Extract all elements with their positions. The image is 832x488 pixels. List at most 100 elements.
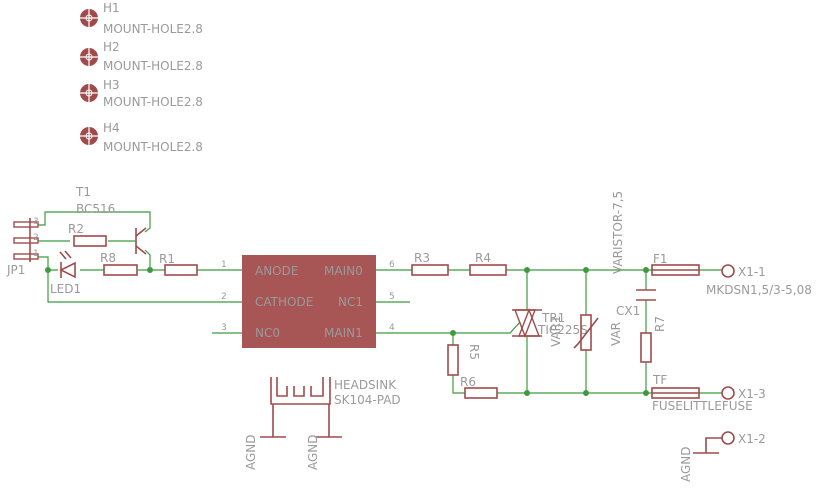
resistor-r3[interactable]: R3 (411, 251, 449, 276)
ic-body (242, 255, 376, 348)
ic-pin-label: NC0 (255, 326, 280, 340)
crosshair-icon (80, 84, 98, 102)
ic-pin-number: 5 (389, 292, 395, 302)
wire-t1-collector (144, 249, 151, 270)
ground-agnd-3: AGND (679, 446, 719, 482)
component-name: TR1 (541, 311, 565, 325)
resistor-icon (469, 264, 507, 276)
led-led1[interactable]: LED1 (50, 250, 81, 296)
ic-pin-number: 6 (389, 260, 395, 270)
junction-dot (583, 267, 589, 273)
connector-pin-icon (13, 253, 39, 260)
pin-number: 1 (33, 249, 39, 259)
ground-agnd-2: AGND (306, 404, 342, 470)
capacitor-icon (636, 289, 656, 301)
component-name: VAR1 (549, 315, 563, 347)
wires (38, 211, 722, 394)
component-name: VAR (609, 322, 623, 346)
pin-number: 3 (33, 217, 39, 227)
component-value: VARISTOR-7,5 (611, 191, 625, 274)
terminal-name: X1-1 (738, 265, 766, 279)
ground-agnd-1: AGND (244, 404, 286, 470)
mount-hole-name: H1 (103, 1, 120, 15)
optocoupler-ic[interactable]: ANODE CATHODE NC0 MAIN0 NC1 MAIN1 1 2 3 … (221, 255, 395, 348)
terminal-x1-2[interactable]: X1-2 (705, 431, 766, 453)
component-name: T1 (75, 185, 91, 199)
junction-dot (524, 267, 530, 273)
resistor-r1[interactable]: R1 (159, 252, 198, 276)
ic-pin-label: MAIN0 (324, 264, 363, 278)
component-name: TF (652, 373, 667, 387)
terminal-x1-3[interactable]: X1-3 (721, 386, 766, 401)
terminal-icon (721, 264, 735, 278)
junction-dot (45, 267, 51, 273)
fuse-f1[interactable]: F1 (651, 252, 700, 276)
ic-pin-label: CATHODE (255, 295, 313, 309)
ic-pin-label: MAIN1 (324, 326, 363, 340)
terminal-icon (721, 386, 735, 400)
junction-dot (643, 267, 649, 273)
resistor-icon (103, 264, 138, 276)
wire-to-cathode (47, 270, 242, 303)
ground-icon (316, 404, 342, 438)
resistor-icon (411, 264, 449, 276)
terminal-icon (721, 431, 735, 445)
junction-dot (643, 390, 649, 396)
component-value: BC516 (76, 202, 115, 216)
varistor-icon (580, 314, 592, 351)
transistor-t1[interactable]: T1 BC516 (75, 185, 147, 255)
terminal-name: X1-3 (738, 387, 766, 401)
connector-jp1[interactable]: 3 2 1 JP1 (6, 217, 39, 277)
component-name: LED1 (50, 282, 81, 296)
component-name: R4 (475, 251, 491, 265)
component-name: F1 (653, 252, 668, 266)
ic-pin-number: 2 (221, 292, 227, 302)
varistor-var1[interactable]: VAR1 (549, 314, 599, 351)
mount-hole-h4[interactable]: H4 MOUNT-HOLE2.8 (80, 121, 203, 154)
mount-hole-name: H3 (103, 78, 120, 92)
resistor-r7[interactable]: R7 (640, 316, 667, 363)
net-label: AGND (679, 446, 693, 482)
heatsink[interactable]: HEADSINK SK104-PAD (270, 377, 401, 407)
component-name: R8 (100, 251, 116, 265)
resistor-icon (447, 344, 459, 376)
ground-icon (260, 404, 286, 438)
mount-hole-value: MOUNT-HOLE2.8 (103, 59, 203, 73)
component-name: R5 (467, 344, 481, 360)
capacitor-cx1[interactable]: CX1 (616, 289, 656, 318)
component-name: R6 (460, 375, 476, 389)
junction-dot (450, 330, 456, 336)
terminal-value: MKDSN1,5/3-5,08 (706, 283, 812, 297)
fuse-holder-tf[interactable]: TF FUSELITTLEFUSE (651, 373, 753, 413)
mount-hole-value: MOUNT-HOLE2.8 (103, 95, 203, 109)
mount-hole-h3[interactable]: H3 MOUNT-HOLE2.8 (80, 78, 203, 109)
component-name: CX1 (616, 304, 640, 318)
junction-dot (147, 267, 153, 273)
resistor-icon (73, 235, 107, 247)
junctions (45, 267, 649, 396)
terminal-x1-1[interactable]: X1-1 MKDSN1,5/3-5,08 (706, 264, 812, 297)
heatsink-icon (270, 377, 331, 405)
resistor-icon (164, 264, 198, 276)
ic-pin-number: 4 (389, 323, 395, 333)
resistor-r8[interactable]: R8 (100, 251, 138, 276)
varistor-labels: VAR VARISTOR-7,5 (609, 191, 625, 346)
junction-dot (583, 390, 589, 396)
mount-hole-h1[interactable]: H1 MOUNT-HOLE2.8 (80, 1, 203, 36)
resistor-r4[interactable]: R4 (469, 251, 507, 276)
component-name: R1 (159, 252, 175, 266)
triac-tr1[interactable]: TR1 TIC225S (512, 308, 588, 338)
resistor-r6[interactable]: R6 (460, 375, 498, 399)
resistor-r2[interactable]: R2 (68, 222, 107, 247)
mount-hole-value: MOUNT-HOLE2.8 (103, 140, 203, 154)
resistor-r5[interactable]: R5 (447, 344, 481, 376)
connector-pin-icon (13, 237, 39, 244)
net-label: AGND (244, 434, 258, 470)
component-value: FUSELITTLEFUSE (652, 399, 753, 413)
component-name: HEADSINK (334, 378, 397, 392)
wire-jp1-pin3 (38, 211, 151, 233)
mount-hole-h2[interactable]: H2 MOUNT-HOLE2.8 (80, 40, 203, 73)
pin-number: 2 (33, 233, 39, 243)
component-name: R2 (68, 222, 84, 236)
ic-pin-number: 1 (221, 260, 227, 270)
